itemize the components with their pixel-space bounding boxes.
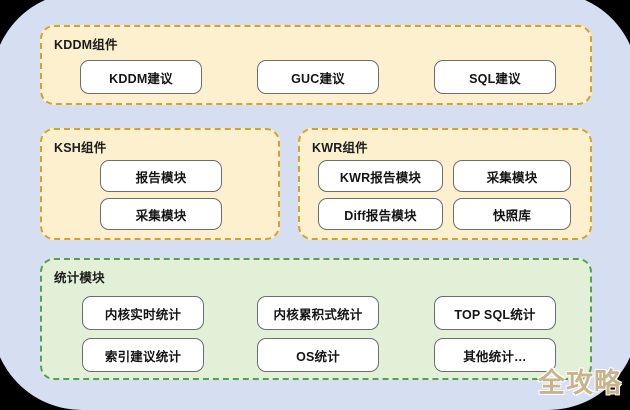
group-title-kwr: KWR组件 [312, 141, 368, 155]
group-statistics: 统计模块 内核实时统计 内核累积式统计 TOP SQL统计 索引建议统计 OS统… [40, 258, 592, 380]
node-sql-suggestion[interactable]: SQL建议 [434, 60, 556, 94]
group-ksh: KSH组件 报告模块 采集模块 [40, 128, 280, 240]
node-ksh-report-module[interactable]: 报告模块 [100, 160, 222, 192]
node-other-stats[interactable]: 其他统计… [434, 338, 556, 372]
node-kddm-suggestion[interactable]: KDDM建议 [80, 60, 202, 94]
node-kernel-cumulative-stats[interactable]: 内核累积式统计 [257, 296, 379, 330]
group-kwr: KWR组件 KWR报告模块 采集模块 Diff报告模块 快照库 [298, 128, 592, 240]
group-title-ksh: KSH组件 [54, 141, 107, 155]
node-kwr-diff-report-module[interactable]: Diff报告模块 [318, 198, 443, 230]
node-kernel-realtime-stats[interactable]: 内核实时统计 [82, 296, 204, 330]
node-kwr-collection-module[interactable]: 采集模块 [453, 160, 571, 192]
group-title-statistics: 统计模块 [54, 271, 105, 285]
group-kddm: KDDM组件 KDDM建议 GUC建议 SQL建议 [40, 25, 592, 105]
node-top-sql-stats[interactable]: TOP SQL统计 [434, 296, 556, 330]
node-kwr-report-module[interactable]: KWR报告模块 [318, 160, 443, 192]
node-os-stats[interactable]: OS统计 [257, 338, 379, 372]
node-index-suggestion-stats[interactable]: 索引建议统计 [82, 338, 204, 372]
node-guc-suggestion[interactable]: GUC建议 [257, 60, 379, 94]
node-kwr-snapshot-repository[interactable]: 快照库 [453, 198, 571, 230]
node-ksh-collection-module[interactable]: 采集模块 [100, 198, 222, 230]
group-title-kddm: KDDM组件 [54, 38, 118, 52]
watermark: 全攻略 [538, 368, 622, 398]
